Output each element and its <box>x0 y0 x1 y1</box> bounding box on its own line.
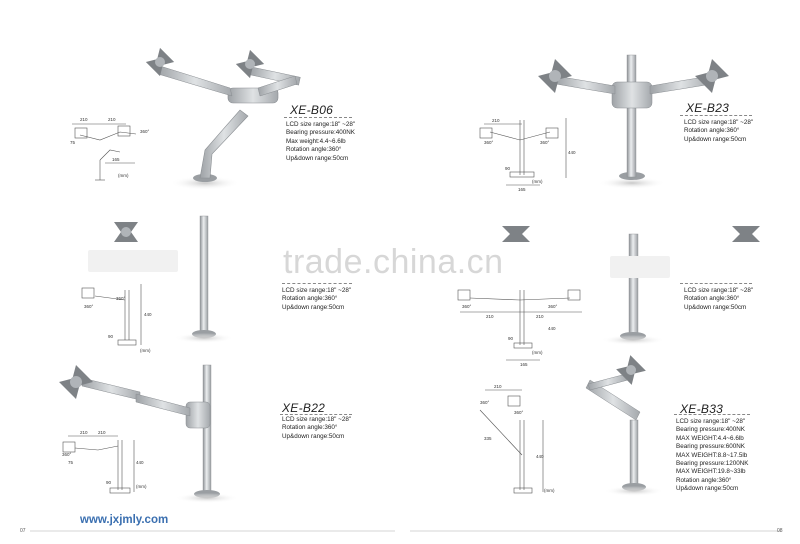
spec-line: Bearing pressure:400NK <box>286 129 355 137</box>
spec-line: Rotation angle:360° <box>684 295 740 303</box>
spec-line: Rotation angle:360° <box>684 127 740 135</box>
dim-label: 440 <box>568 150 576 155</box>
spec-line: MAX WEIGHT:8.8~17.5lb <box>676 451 748 459</box>
spec-list-b33: LCD size range:18" ~28" Bearing pressure… <box>676 418 748 494</box>
spec-list-b22: LCD size range:18" ~28" Rotation angle:3… <box>282 416 351 441</box>
spec-line: Max weight:4.4~6.6lb <box>286 137 346 145</box>
dim-label: 210 <box>494 384 502 389</box>
dim-label: 210 <box>492 118 500 123</box>
spec-list-p4: LCD size range:18" ~28" Rotation angle:3… <box>684 287 753 312</box>
dim-unit: (mm) <box>136 484 147 489</box>
dim-label: 440 <box>144 312 152 317</box>
dim-unit: (mm) <box>140 348 151 353</box>
page-number-right: 08 <box>777 528 783 534</box>
dim-label: 210 <box>80 430 88 435</box>
dim-label: 210 <box>536 314 544 319</box>
spec-line: MAX WEIGHT:4.4~6.6lb <box>676 434 744 442</box>
dim-label: 75 <box>70 140 76 145</box>
spec-line: MAX WEIGHT:19.8~33lb <box>676 468 746 476</box>
divider <box>680 115 752 116</box>
spec-line: Rotation angle:360° <box>676 476 732 484</box>
dim-label: 360° <box>480 400 490 405</box>
spec-line: Rotation angle:360° <box>286 146 342 154</box>
dim-label: 165 <box>520 362 528 367</box>
divider <box>674 414 750 415</box>
spec-line: Rotation angle:360° <box>282 295 338 303</box>
spec-line: Up&down range:50cm <box>282 432 345 440</box>
spec-line: LCD size range:18" ~28" <box>676 418 746 425</box>
model-title-b23: XE-B23 <box>686 101 730 115</box>
dim-label: 335 <box>484 436 492 441</box>
dim-unit: (mm) <box>532 350 543 355</box>
dim-label: 360° <box>62 452 72 457</box>
spec-line: Bearing pressure:1200NK <box>676 459 749 467</box>
dim-label: 360° <box>140 129 150 134</box>
spec-list-b06: LCD size range:18" ~28" Bearing pressure… <box>286 121 355 163</box>
spec-line: Bearing pressure:400NK <box>676 426 745 434</box>
spec-line: LCD size range:18" ~28" <box>684 287 754 294</box>
divider <box>680 283 752 284</box>
dim-label: 360° <box>116 296 126 301</box>
dim-label: 90 <box>108 334 114 339</box>
website-link[interactable]: www.jxjmly.com <box>80 514 169 526</box>
spec-list-b23: LCD size range:18" ~28" Rotation angle:3… <box>684 119 753 144</box>
watermark: trade.china.cn <box>283 243 504 281</box>
dim-label: 360° <box>514 410 524 415</box>
divider <box>284 117 352 118</box>
dim-label: 90 <box>505 166 511 171</box>
dim-unit: (mm) <box>532 179 543 184</box>
dim-label: 440 <box>136 460 144 465</box>
model-title-b22: XE-B22 <box>282 401 326 415</box>
blurred-patch <box>88 250 178 272</box>
spec-line: LCD size range:18" ~28" <box>684 119 754 126</box>
dim-label: 210 <box>80 117 88 122</box>
divider <box>280 414 352 415</box>
dim-unit: (mm) <box>118 173 129 178</box>
dim-label: 165 <box>518 187 526 192</box>
model-title-b33: XE-B33 <box>680 402 724 416</box>
spec-line: Rotation angle:360° <box>282 424 338 432</box>
model-title-b06: XE-B06 <box>290 103 334 117</box>
dim-label: 165 <box>112 157 120 162</box>
spec-line: LCD size range:18" ~28" <box>282 287 352 294</box>
dim-label: 440 <box>548 326 556 331</box>
dim-label: 210 <box>98 430 106 435</box>
spec-line: Up&down range:50cm <box>286 154 349 162</box>
spec-line: Bearing pressure:600NK <box>676 443 745 451</box>
dim-label: 360° <box>548 304 558 309</box>
dim-unit: (mm) <box>544 488 555 493</box>
divider <box>282 283 352 284</box>
dim-label: 360° <box>540 140 550 145</box>
dim-label: 210 <box>108 117 116 122</box>
spec-line: Up&down range:50cm <box>684 303 747 311</box>
spec-list-p3: LCD size range:18" ~28" Rotation angle:3… <box>282 287 351 312</box>
dim-label: 75 <box>68 460 74 465</box>
dim-label: 90 <box>106 480 112 485</box>
dim-label: 90 <box>508 336 514 341</box>
dim-label: 360° <box>484 140 494 145</box>
spec-line: Up&down range:50cm <box>282 303 345 311</box>
page-number-left: 07 <box>20 528 26 534</box>
spec-line: LCD size range:18" ~28" <box>282 416 352 423</box>
spec-line: LCD size range:18" ~28" <box>286 121 356 128</box>
spec-line: Up&down range:50cm <box>684 135 747 143</box>
spec-line: Up&down range:50cm <box>676 485 739 493</box>
dim-label: 360° <box>84 304 94 309</box>
dim-label: 210 <box>486 314 494 319</box>
blurred-patch <box>610 256 670 278</box>
dim-label: 440 <box>536 454 544 459</box>
dim-label: 360° <box>462 304 472 309</box>
